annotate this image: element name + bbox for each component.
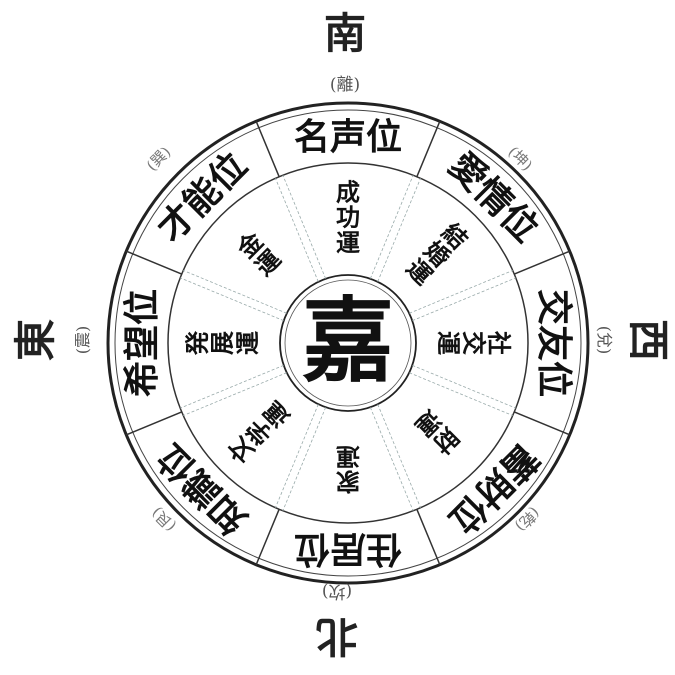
outer-label-e: 希望位 [121, 289, 163, 397]
inner-divider [369, 175, 414, 279]
inner-divider [412, 277, 516, 322]
outer-divider [514, 250, 571, 275]
inner-label-w: 社交運 [434, 331, 513, 355]
trigram-west: (兌) [595, 326, 614, 355]
outer-label-w: 交友位 [533, 289, 575, 397]
inner-divider [369, 407, 414, 511]
inner-divider [180, 277, 284, 322]
inner-label-e: 発展運 [182, 330, 261, 356]
inner-divider [412, 364, 516, 409]
inner-label-sw: 結婚運 [400, 217, 473, 290]
inner-divider [180, 364, 284, 409]
inner-label-ne: 文学運 [222, 395, 296, 469]
trigram-north: (坎) [322, 581, 352, 601]
outer-divider [416, 509, 441, 566]
direction-south: 南 [324, 9, 366, 58]
center-circle [279, 274, 417, 412]
center-seal: 嘉 [302, 287, 394, 395]
outer-divider [416, 120, 441, 177]
inner-label-n: 家運 [336, 442, 360, 496]
trigram-south: (離) [330, 75, 360, 95]
middle-circle [167, 162, 529, 524]
inner-label-se: 金運 [231, 226, 288, 283]
inner-divider [377, 178, 421, 282]
trigram-southwest: (坤) [504, 143, 536, 175]
inner-divider [282, 407, 327, 511]
outer-divider [255, 120, 280, 177]
inner-divider [409, 372, 513, 416]
inner-divider [275, 178, 319, 282]
outer-divider [255, 509, 280, 566]
inner-divider [282, 175, 327, 279]
outer-divider [125, 411, 182, 436]
segment-dividers [125, 120, 571, 566]
outer-label-n: 住居位 [294, 528, 402, 570]
inner-divider [183, 270, 287, 314]
outer-circle [106, 101, 590, 585]
outer-divider [514, 411, 571, 436]
trigram-southeast: (巽) [143, 143, 175, 175]
outer-divider [125, 250, 182, 275]
direction-north: 北 [316, 612, 358, 661]
inner-divider [377, 404, 421, 508]
center-circle-inner [284, 279, 412, 407]
trigram-northwest: (乾) [511, 503, 543, 535]
outer-circle-inner-line [114, 109, 582, 577]
inner-divider [183, 372, 287, 416]
inner-divider [275, 404, 319, 508]
trigram-east: (震) [73, 326, 92, 355]
inner-label-s: 成功運 [336, 177, 360, 256]
direction-west: 西 [624, 319, 673, 361]
inner-label-nw: 財運 [409, 404, 464, 459]
direction-east: 東 [11, 319, 60, 361]
outer-label-s: 名声位 [294, 116, 402, 158]
inner-divider [409, 270, 513, 314]
